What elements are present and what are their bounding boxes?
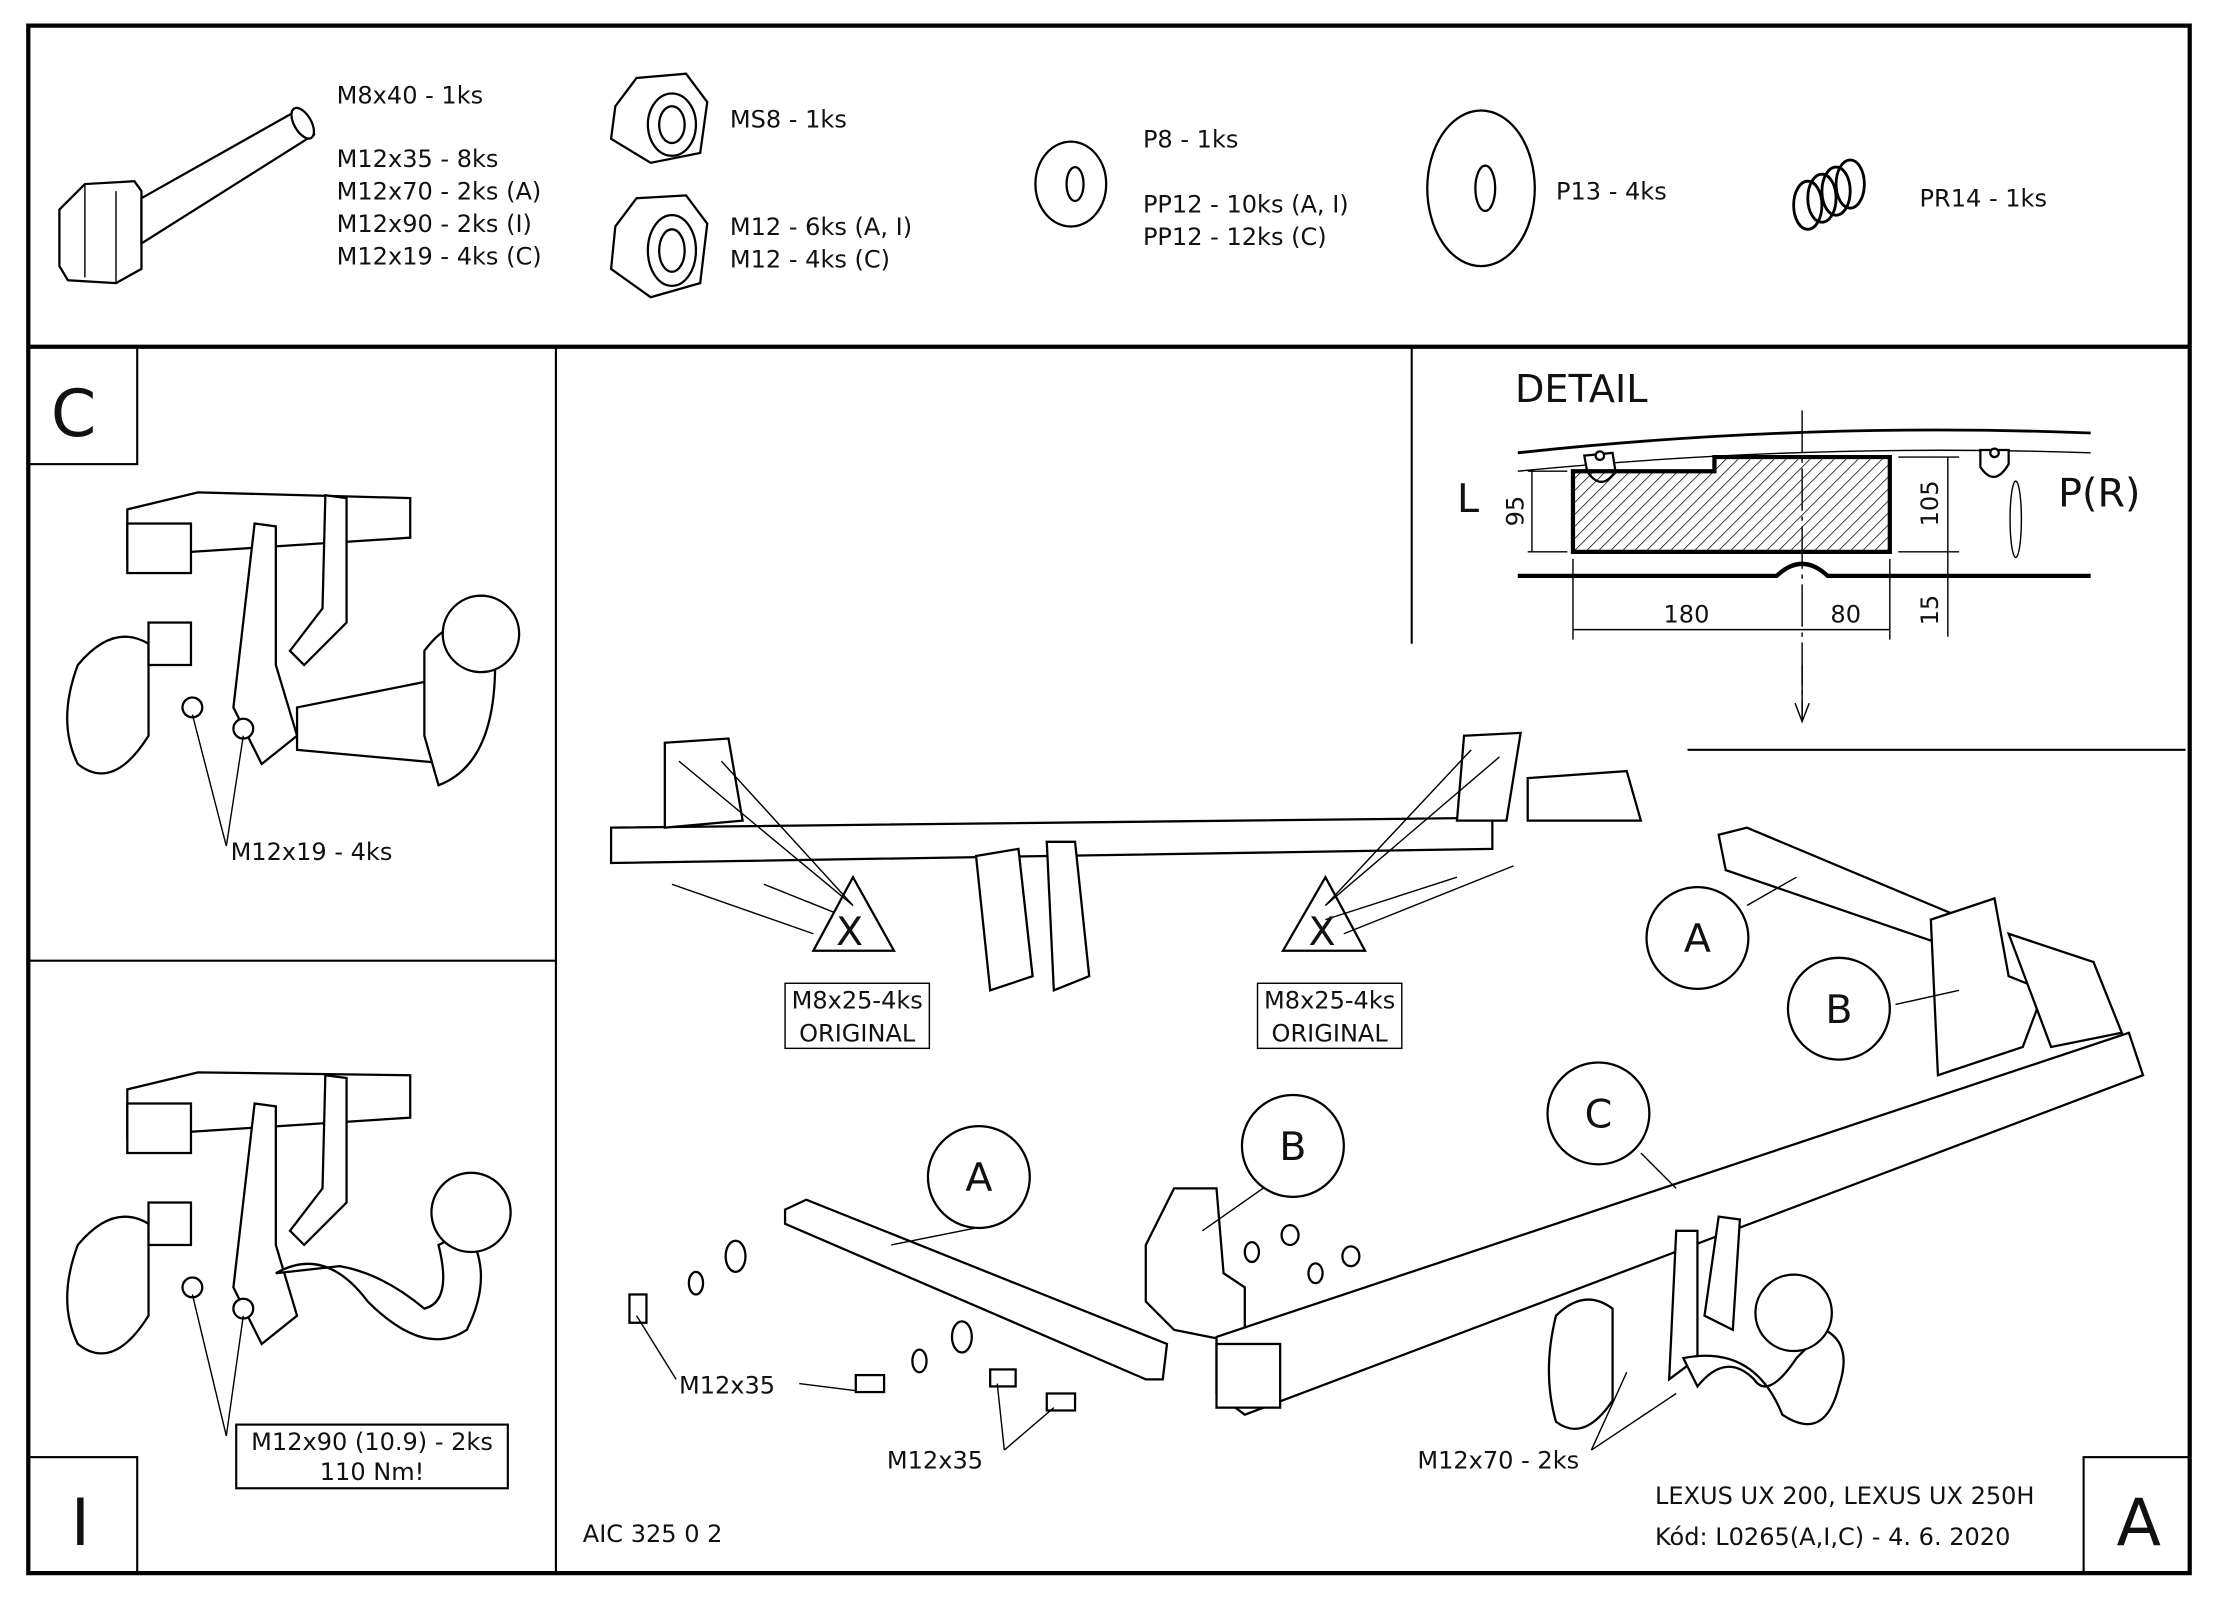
detail-drawing [1517,410,2091,724]
dim-80: 80 [1830,601,1861,629]
part-label-a: A [965,1155,992,1201]
part-label-b: B [1279,1124,1306,1170]
outer-frame [26,23,2192,1576]
nut-m12-label-1: M12 - 6ks (A, I) [730,213,912,241]
towbar-variant-c-drawing [66,491,521,847]
panel-c-bolt-label: M12x19 - 4ks [231,838,393,866]
detail-right-label: P(R) [2058,471,2140,517]
exploded-assembly-drawing [628,826,2145,1451]
part-label-a-main: A [1684,916,1711,962]
panel-i-torque-label: 110 Nm! [320,1458,425,1486]
part-label-b-main: B [1825,987,1852,1033]
part-callout-a-main [1645,885,1750,991]
original-label-right: ORIGINAL [1272,1019,1389,1047]
panel-c-letter-box [27,345,139,466]
panel-a-letter: A [2117,1486,2162,1561]
part-callout-a [926,1125,1031,1230]
dim-180: 180 [1664,601,1710,629]
part-callout-b-main [1786,956,1891,1061]
panel-a-letter-box [2082,1456,2191,1575]
bolt-m12x70-label: M12x70 - 2ks (A) [337,178,542,206]
bolt-m8x40-label: M8x40 - 1ks [337,81,484,109]
panel-i-bolt-label: M12x90 (10.9) - 2ks [251,1428,493,1456]
panel-i-letter-box [27,1456,139,1575]
bolt-m12x19-label: M12x19 - 4ks (C) [337,243,542,271]
x-marker-right: X [1308,909,1335,955]
dim-95: 95 [1501,496,1529,527]
panel-i-label-box [235,1423,509,1490]
washer-pp12-label-2: PP12 - 12ks (C) [1143,223,1327,251]
spring-pr14-label: PR14 - 1ks [1920,185,2047,213]
x-marker-left: X [836,909,863,955]
washer-p13-label: P13 - 4ks [1556,178,1667,206]
washer-p13-icon [1426,109,1536,268]
detail-title: DETAIL [1515,368,1648,412]
bolt-label-m12x35-1: M12x35 [679,1371,775,1399]
panel-i-letter: I [71,1486,90,1561]
nut-m12-label-2: M12 - 4ks (C) [730,246,890,274]
nut-ms8-label: MS8 - 1ks [730,105,847,133]
drawing-number: AIC 325 0 2 [583,1520,723,1548]
spring-icon [1792,158,1866,231]
towbar-variant-i-drawing [66,1071,512,1437]
washer-pp12-label-1: PP12 - 10ks (A, I) [1143,190,1349,218]
bolt-m12x90-label: M12x90 - 2ks (I) [337,210,532,238]
vehicle-crossmember-drawing [609,731,1643,992]
dim-105: 105 [1916,480,1944,526]
product-code-date: Kód: L0265(A,I,C) - 4. 6. 2020 [1655,1523,2010,1551]
dim-15: 15 [1916,595,1944,626]
part-callout-c [1546,1061,1651,1166]
original-label-box-right [1256,982,1403,1050]
bolt-label-m12x35-2: M12x35 [887,1446,983,1474]
bolt-m12x35-label: M12x35 - 8ks [337,145,499,173]
original-bolt-label-right: M8x25-4ks [1264,987,1395,1015]
nut-ms8-icon [609,72,709,165]
vehicle-models: LEXUS UX 200, LEXUS UX 250H [1655,1482,2035,1510]
detail-left-label: L [1457,476,1479,522]
original-bolt-label-left: M8x25-4ks [792,987,923,1015]
panel-c-letter: C [51,377,96,452]
washer-p8-label: P8 - 1ks [1143,125,1238,153]
original-label-box-left [784,982,931,1050]
washer-p8-icon [1034,140,1108,228]
part-label-c: C [1585,1092,1613,1138]
bolt-icon [58,106,316,285]
nut-m12-icon [609,194,709,299]
original-label-left: ORIGINAL [799,1019,916,1047]
part-callout-b [1240,1093,1345,1198]
bolt-label-m12x70: M12x70 - 2ks [1417,1446,1579,1474]
